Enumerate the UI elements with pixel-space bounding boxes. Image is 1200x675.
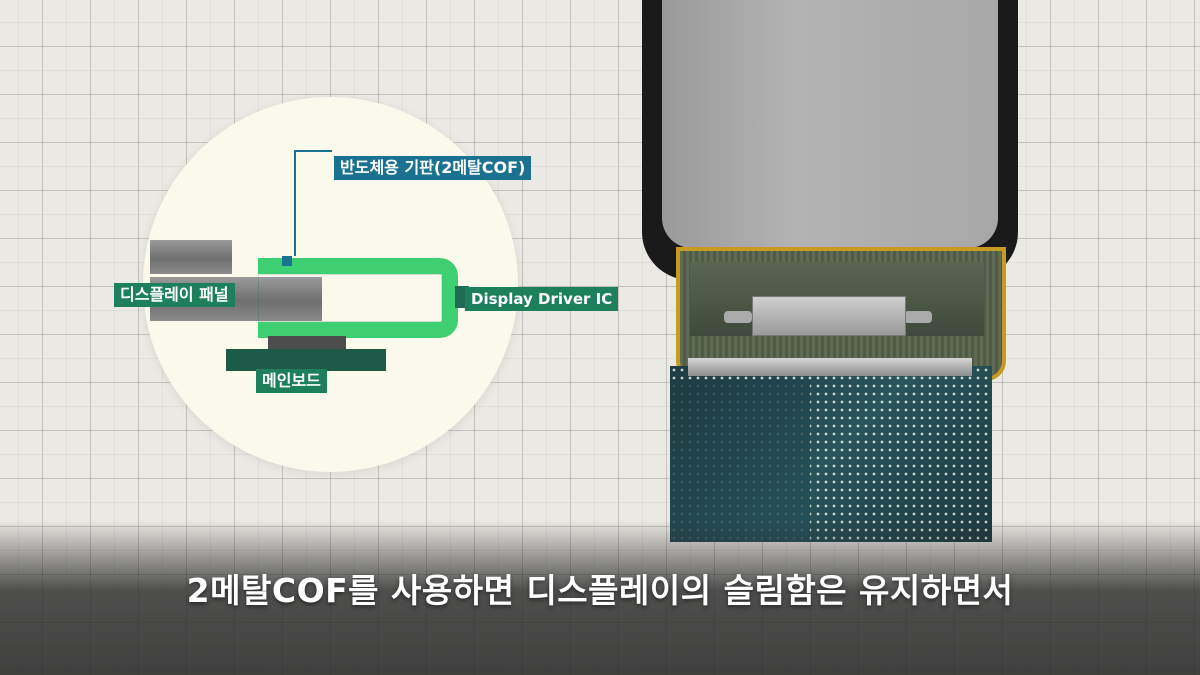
phone-screen: [662, 0, 998, 248]
mainboard-block: [226, 349, 386, 371]
substrate-leader-line: [294, 150, 332, 256]
driver-ic-label: Display Driver IC: [465, 287, 619, 311]
chip-pin-left: [724, 311, 752, 323]
mainboard-connector: [268, 336, 346, 350]
circuit-board-traces: [670, 380, 810, 542]
substrate-label: 반도체용 기판(2메탈COF): [334, 156, 532, 180]
subtitle-caption: 2메탈COF를 사용하면 디스플레이의 슬림함은 유지하면서: [186, 571, 1014, 610]
chip-pin-right: [904, 311, 932, 323]
subtitle-band: [0, 520, 1200, 675]
display-panel-upper-layer: [150, 240, 232, 274]
mainboard-label: 메인보드: [256, 369, 327, 393]
substrate-leader-dot: [282, 256, 292, 266]
driver-chip-on-cable: [752, 296, 906, 336]
display-panel-label: 디스플레이 패널: [114, 283, 235, 307]
cof-substrate-bent: [258, 258, 458, 338]
board-connector: [688, 358, 972, 376]
